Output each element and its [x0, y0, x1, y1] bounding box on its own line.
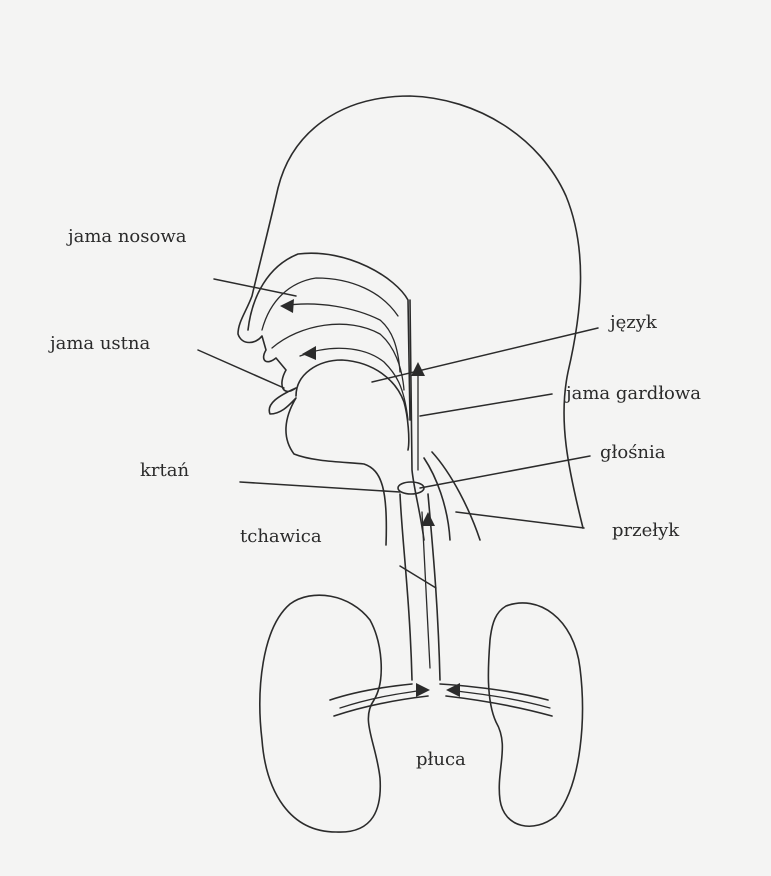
label-przelyk: przełyk — [612, 520, 680, 541]
trachea-airflow-line — [422, 512, 430, 668]
oral-airflow-line — [300, 348, 408, 420]
pharynx-back-wall — [410, 300, 424, 540]
label-jama-ustna: jama ustna — [48, 333, 150, 354]
arrow-pharynx — [411, 362, 425, 376]
label-jama-gardlowa: jama gardłowa — [564, 383, 701, 404]
trachea-left — [400, 494, 412, 680]
nasal-airflow-line — [282, 304, 400, 372]
label-glosnia: głośnia — [600, 442, 666, 463]
left-lung — [260, 595, 381, 832]
pointer-krtan — [240, 482, 400, 492]
arrow-left-bronchus — [416, 683, 430, 697]
pointer-jama-gardlowa — [420, 394, 552, 416]
label-jezyk: język — [608, 312, 658, 333]
label-tchawica: tchawica — [240, 526, 322, 547]
bronchus-left-upper — [330, 684, 412, 700]
arrow-nasal — [280, 299, 294, 313]
pointer-jezyk — [372, 328, 598, 382]
label-pluca: płuca — [416, 749, 466, 770]
nasal-cavity-upper — [262, 278, 398, 330]
arrow-trachea — [421, 512, 435, 526]
label-krtan: krtań — [140, 460, 189, 481]
palate-line — [272, 324, 404, 390]
bronchus-left-mid — [340, 690, 424, 708]
bronchus-right-lower — [446, 696, 552, 716]
pointer-glosnia — [420, 456, 590, 488]
esophagus-right — [432, 452, 480, 540]
tongue-outline — [296, 360, 409, 450]
right-lung — [488, 603, 582, 826]
arrow-oral — [302, 346, 316, 360]
label-jama-nosowa: jama nosowa — [66, 226, 187, 247]
pointer-jama-ustna — [198, 350, 284, 388]
